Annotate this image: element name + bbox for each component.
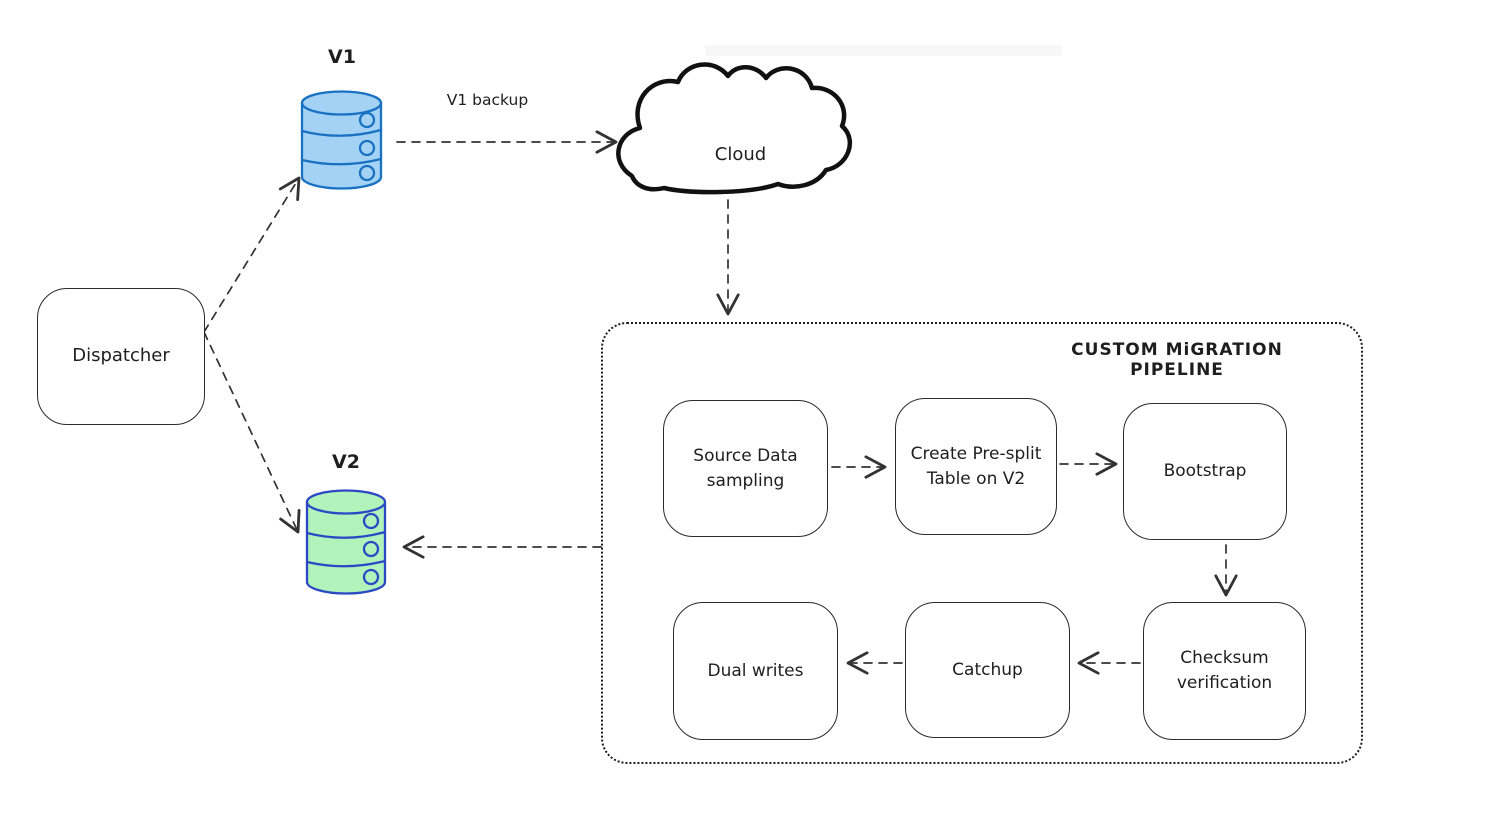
node-checksum-verification: Checksum verification	[1143, 602, 1306, 740]
node-dispatcher-label: Dispatcher	[72, 345, 170, 367]
v2-database-label: V2	[332, 451, 360, 473]
v1-database-cylinder	[300, 90, 383, 190]
pipeline-title: CUSTOM MiGRATION PIPELINE	[1071, 340, 1283, 380]
node-catchup-label: Catchup	[952, 659, 1023, 680]
node-source-data-sampling: Source Data sampling	[663, 400, 828, 537]
node-bootstrap-label: Bootstrap	[1163, 461, 1247, 482]
node-checksum-verification-label: Checksum verification	[1176, 648, 1273, 693]
node-source-data-sampling-label: Source Data sampling	[693, 445, 798, 491]
node-dispatcher: Dispatcher	[37, 288, 205, 425]
node-create-presplit-table-label: Create Pre-split Table on V2	[910, 443, 1042, 489]
edge-dispatcher-to-v2	[203, 331, 301, 534]
node-create-presplit-table: Create Pre-split Table on V2	[895, 398, 1057, 535]
v1-backup-edge-label: V1 backup	[446, 91, 529, 109]
custom-migration-pipeline-container	[601, 322, 1363, 764]
cloud-shape	[616, 62, 853, 195]
faint-artifact-strip	[705, 45, 1062, 56]
node-dual-writes-label: Dual writes	[707, 660, 804, 681]
v2-database-cylinder	[305, 489, 387, 595]
node-bootstrap: Bootstrap	[1123, 403, 1287, 540]
node-dual-writes: Dual writes	[673, 602, 838, 740]
edge-dispatcher-to-v1	[203, 176, 301, 333]
v1-database-label: V1	[328, 46, 356, 68]
cloud-label: Cloud	[714, 144, 767, 165]
node-catchup: Catchup	[905, 602, 1070, 738]
